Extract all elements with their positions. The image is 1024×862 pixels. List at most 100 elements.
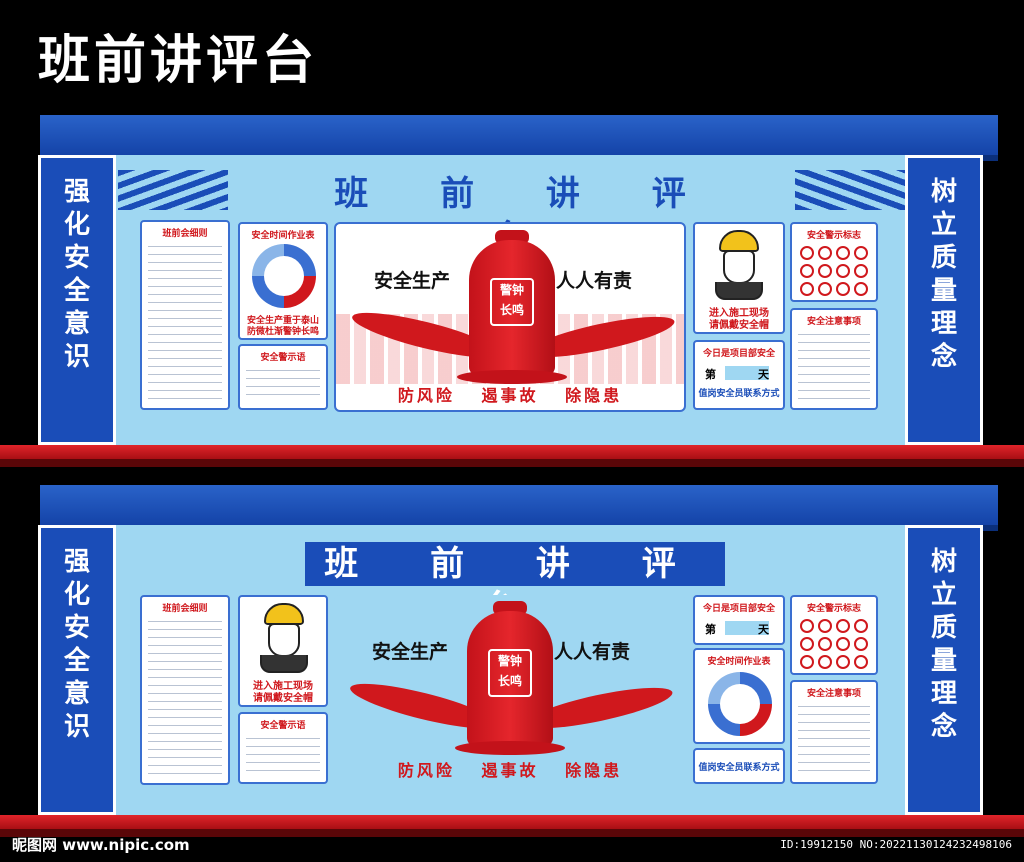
warning-signs-grid	[800, 619, 868, 669]
left-slogan: 强 化 安 全 意 识	[63, 547, 90, 742]
center-display: 安全生产 人人有责 警钟 长鸣 防风险 遏事故 除隐患	[334, 595, 686, 785]
days-number-box	[725, 621, 769, 635]
fire-extinguisher-icon	[854, 264, 868, 278]
rules-card: 班前会细则	[140, 220, 230, 410]
left-pillar: 强 化 安 全 意 识	[38, 155, 116, 445]
board-base-shadow	[0, 459, 1024, 467]
schedule-title: 安全时间作业表	[707, 657, 771, 667]
rules-text-lines	[148, 617, 222, 777]
rules-title: 班前会细则	[162, 604, 208, 614]
contact-card: 值岗安全员联系方式	[693, 748, 785, 784]
slogan-left: 安全生产	[374, 270, 451, 292]
helmet-sign-icon	[800, 637, 814, 651]
board-base	[0, 815, 1024, 829]
signs-title: 安全警示标志	[806, 604, 861, 614]
fall-icon	[836, 637, 850, 651]
notice-text-lines	[246, 366, 320, 402]
caution-icon	[854, 246, 868, 260]
days-suffix: 天	[758, 368, 769, 381]
schedule-clock-icon	[252, 244, 316, 308]
bottom-slogan: 防风险 遏事故 除隐患	[397, 386, 623, 405]
worker-helmet-icon	[709, 230, 769, 300]
fire-extinguisher-icon	[854, 637, 868, 651]
notice-title: 安全警示语	[260, 353, 306, 363]
no-fire-icon	[836, 246, 850, 260]
days-card: 今日是项目部安全 第 天	[693, 595, 785, 645]
notice-card: 安全警示语	[238, 344, 328, 410]
watermark: 昵图网 www.nipic.com	[12, 836, 190, 854]
right-slogan: 树 立 质 量 理 念	[930, 547, 957, 742]
attention-card: 安全注意事项	[790, 680, 878, 784]
no-entry-icon	[800, 619, 814, 633]
no-smoking-icon	[818, 246, 832, 260]
contact-title: 值岗安全员联系方式	[698, 763, 780, 773]
electric-icon	[818, 264, 832, 278]
no-smoking-icon	[818, 619, 832, 633]
attention-title: 安全注意事项	[806, 317, 861, 327]
board-base	[0, 445, 1024, 459]
helmet-sign-icon	[800, 264, 814, 278]
design-variant-1: 强 化 安 全 意 识 树 立 质 量 理 念 班 前 讲 评 台 班前会细则 …	[0, 110, 1024, 480]
warning-signs-grid	[800, 246, 868, 296]
schedule-card: 安全时间作业表	[693, 648, 785, 744]
schedule-title: 安全时间作业表	[251, 231, 315, 241]
left-slogan: 强 化 安 全 意 识	[63, 177, 90, 372]
center-display: 安全生产 人人有责 警钟 长鸣 防风险 遏事故 除隐患	[334, 222, 686, 412]
attention-title: 安全注意事项	[806, 689, 861, 699]
gloves-icon	[854, 655, 868, 669]
schedule-card: 安全时间作业表 安全生产重于泰山 防微杜渐警钟长鸣	[238, 222, 328, 340]
slogan-left: 安全生产	[372, 641, 449, 663]
right-slogan: 树 立 质 量 理 念	[930, 177, 957, 372]
no-climb-icon	[800, 282, 814, 296]
days-counter: 第 天	[701, 366, 777, 382]
bell-label: 警钟 长鸣	[490, 278, 534, 326]
right-ray-decoration	[795, 170, 905, 210]
no-climb-icon	[800, 655, 814, 669]
signs-card: 安全警示标志	[790, 595, 878, 675]
fall-icon	[836, 264, 850, 278]
roof-beam	[40, 485, 998, 531]
mask-icon	[836, 282, 850, 296]
notice-text-lines	[246, 734, 320, 776]
helmet-card: 进入施工现场 请佩戴安全帽	[693, 222, 785, 334]
roof-beam	[40, 115, 998, 161]
board-title: 班 前 讲 评 台	[305, 542, 725, 628]
left-ray-decoration	[118, 170, 228, 210]
slogan-right: 人人有责	[554, 641, 631, 663]
attention-card: 安全注意事项	[790, 308, 878, 410]
helmet-note: 进入施工现场 请佩戴安全帽	[709, 308, 769, 331]
bell-icon	[469, 240, 555, 375]
caution-icon	[854, 619, 868, 633]
days-prefix: 第	[705, 368, 716, 381]
electric-icon	[818, 637, 832, 651]
bell-icon	[467, 611, 553, 746]
contact-title: 值岗安全员联系方式	[698, 389, 780, 399]
bottom-slogan: 防风险 遏事故 除隐患	[397, 761, 623, 780]
no-entry-icon	[800, 246, 814, 260]
notice-title: 安全警示语	[260, 721, 306, 731]
board-base-shadow	[0, 829, 1024, 837]
attention-text-lines	[798, 702, 870, 776]
schedule-note: 安全生产重于泰山 防微杜渐警钟长鸣	[246, 316, 319, 337]
notice-card: 安全警示语	[238, 712, 328, 784]
design-variant-2: 强 化 安 全 意 识 树 立 质 量 理 念 班 前 讲 评 台 班前会细则 …	[0, 480, 1024, 850]
signs-card: 安全警示标志	[790, 222, 878, 302]
helmet-card: 进入施工现场 请佩戴安全帽	[238, 595, 328, 707]
days-suffix: 天	[758, 623, 769, 636]
bell-label: 警钟 长鸣	[488, 649, 532, 697]
belt-icon	[818, 282, 832, 296]
gloves-icon	[854, 282, 868, 296]
right-pillar: 树 立 质 量 理 念	[905, 155, 983, 445]
helmet-note: 进入施工现场 请佩戴安全帽	[253, 681, 313, 704]
days-counter: 第 天	[701, 621, 777, 637]
bell-base	[455, 741, 565, 755]
rules-text-lines	[148, 242, 222, 402]
worker-helmet-icon	[254, 603, 314, 673]
page-title: 班前讲评台	[38, 31, 319, 91]
no-fire-icon	[836, 619, 850, 633]
days-prefix: 第	[705, 623, 716, 636]
bell-base	[457, 370, 567, 384]
rules-card: 班前会细则	[140, 595, 230, 785]
signs-title: 安全警示标志	[806, 231, 861, 241]
attention-text-lines	[798, 330, 870, 402]
